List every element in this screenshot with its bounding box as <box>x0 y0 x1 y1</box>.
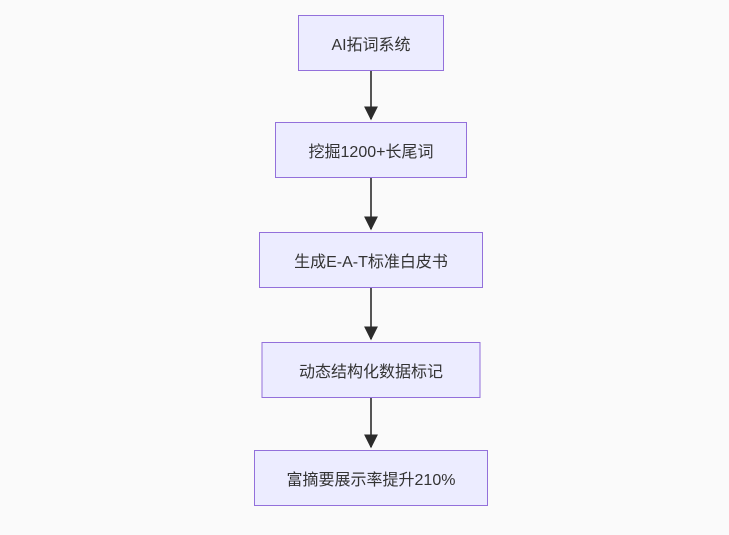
flow-node-rich-snippet-rate: 富摘要展示率提升210% <box>254 450 488 506</box>
flow-node-label: 动态结构化数据标记 <box>298 364 443 381</box>
flow-node-ai-expansion: AI拓词系统 <box>298 15 444 71</box>
flow-node-longtail-mining: 挖掘1200+长尾词 <box>275 122 467 178</box>
flow-node-label: 富摘要展示率提升210% <box>286 472 456 489</box>
flow-node-eat-whitepaper: 生成E-A-T标准白皮书 <box>259 232 483 288</box>
flow-node-label: 生成E-A-T标准白皮书 <box>294 254 448 271</box>
flow-node-label: 挖掘1200+长尾词 <box>308 144 434 161</box>
flow-node-structured-data: 动态结构化数据标记 <box>261 342 481 398</box>
flow-node-label: AI拓词系统 <box>331 37 411 54</box>
